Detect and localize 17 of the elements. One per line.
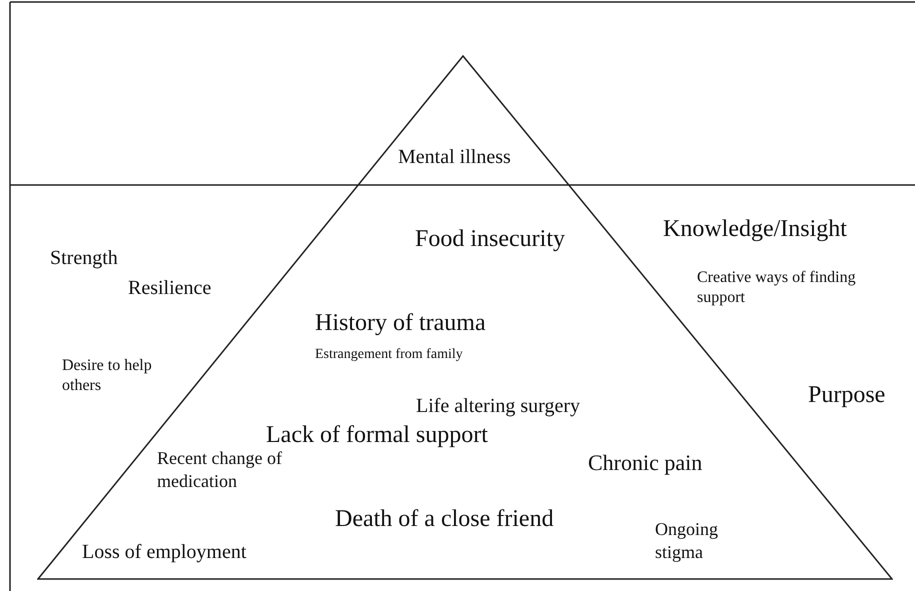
factor-text: History of trauma [315,309,486,338]
strength-text: Desire to help others [62,356,153,396]
strength-text: Purpose [808,381,886,410]
strength-text: Strength [50,246,118,271]
factor-text: Life altering surgery [416,394,580,419]
factor-text: Chronic pain [588,449,702,476]
factor-text: Food insecurity [415,225,565,254]
factor-text: Mental illness [398,145,511,170]
strength-text: Resilience [128,276,212,301]
factor-text: Loss of employment [82,540,246,565]
factor-text: Ongoing stigma [655,518,719,563]
strength-text: Knowledge/Insight [663,215,847,244]
strength-text: Creative ways of finding support [697,268,857,308]
factor-text: Death of a close friend [335,505,554,534]
factor-text: Lack of formal support [266,421,488,450]
factor-text: Recent change of medication [157,447,283,492]
factor-text: Estrangement from family [315,346,463,364]
